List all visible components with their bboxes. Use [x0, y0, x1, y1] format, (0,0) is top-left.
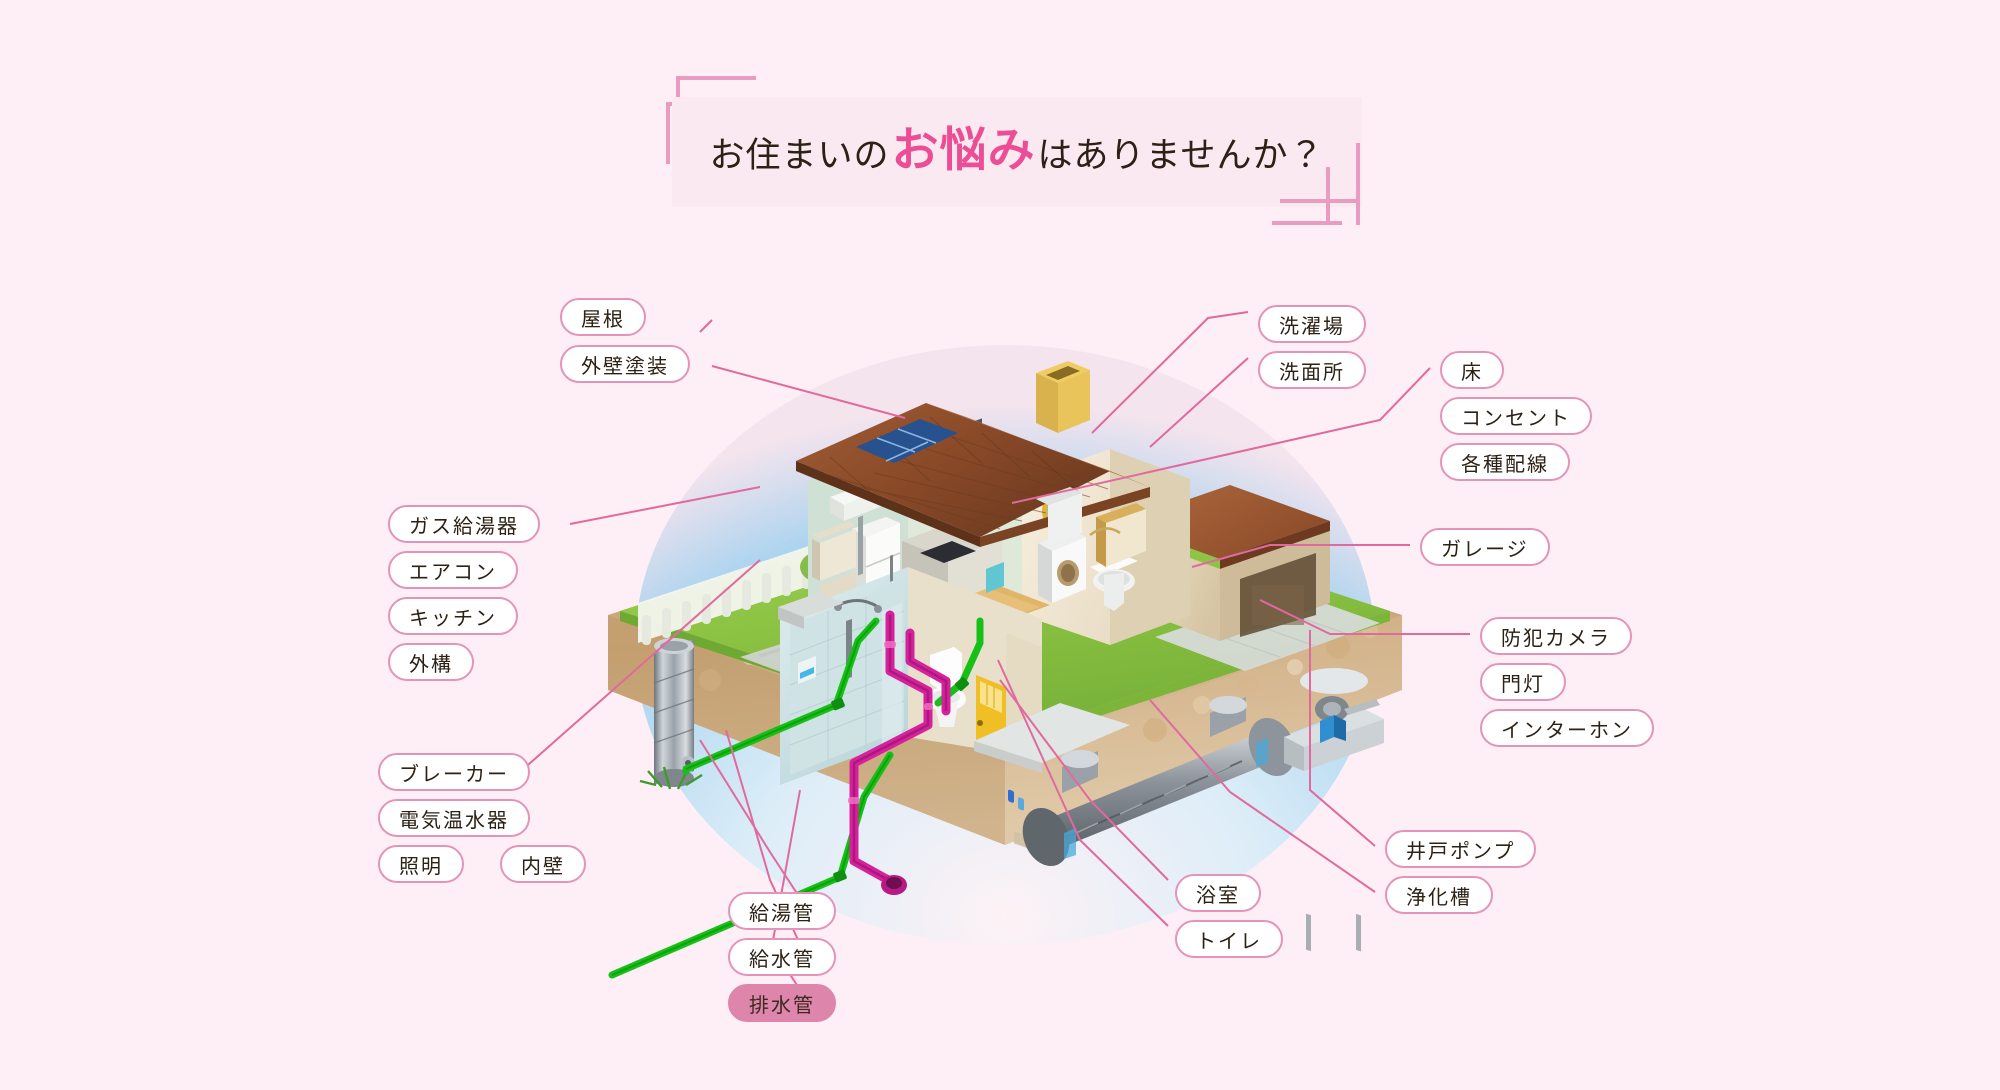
label-pill-drain-pipe[interactable]: 排水管 — [728, 984, 836, 1022]
label-pill-floor[interactable]: 床 — [1440, 351, 1504, 389]
label-pill-bathroom[interactable]: 浴室 — [1175, 874, 1261, 912]
label-pill-exterior-wall-painting[interactable]: 外壁塗装 — [560, 345, 690, 383]
label-pill-septic-tank[interactable]: 浄化槽 — [1385, 876, 1493, 914]
title-accent: お悩み — [891, 122, 1036, 176]
label-pill-breaker[interactable]: ブレーカー — [378, 753, 530, 791]
label-pill-exterior-structure[interactable]: 外構 — [388, 643, 474, 681]
label-pill-interior-wall[interactable]: 内壁 — [500, 845, 586, 883]
label-pill-roof[interactable]: 屋根 — [560, 298, 646, 336]
label-pill-intercom[interactable]: インターホン — [1480, 709, 1654, 747]
label-pill-lighting[interactable]: 照明 — [378, 845, 464, 883]
label-pill-air-conditioner[interactable]: エアコン — [388, 551, 518, 589]
label-pill-gas-water-heater[interactable]: ガス給湯器 — [388, 505, 540, 543]
title-prefix: お住まいの — [709, 135, 890, 175]
house-cutaway-illustration — [590, 285, 1420, 985]
label-pill-washroom[interactable]: 洗面所 — [1258, 351, 1366, 389]
label-pill-garage[interactable]: ガレージ — [1420, 528, 1550, 566]
label-pill-various-wiring[interactable]: 各種配線 — [1440, 443, 1570, 481]
label-pill-hot-water-pipe[interactable]: 給湯管 — [728, 892, 836, 930]
title-banner: お住まいのお悩みはありませんか？ — [672, 97, 1362, 207]
label-pill-kitchen[interactable]: キッチン — [388, 597, 518, 635]
label-pill-power-outlet[interactable]: コンセント — [1440, 397, 1592, 435]
label-pill-electric-water-heater[interactable]: 電気温水器 — [378, 799, 530, 837]
label-pill-gate-light[interactable]: 門灯 — [1480, 663, 1566, 701]
title-suffix: はありませんか？ — [1037, 135, 1325, 175]
page-title: お住まいのお悩みはありませんか？ — [672, 97, 1362, 207]
label-pill-security-camera[interactable]: 防犯カメラ — [1480, 617, 1632, 655]
label-pill-water-supply-pipe[interactable]: 給水管 — [728, 938, 836, 976]
label-pill-toilet[interactable]: トイレ — [1175, 920, 1283, 958]
label-pill-laundry-area[interactable]: 洗濯場 — [1258, 305, 1366, 343]
label-pill-well-pump[interactable]: 井戸ポンプ — [1385, 830, 1537, 868]
